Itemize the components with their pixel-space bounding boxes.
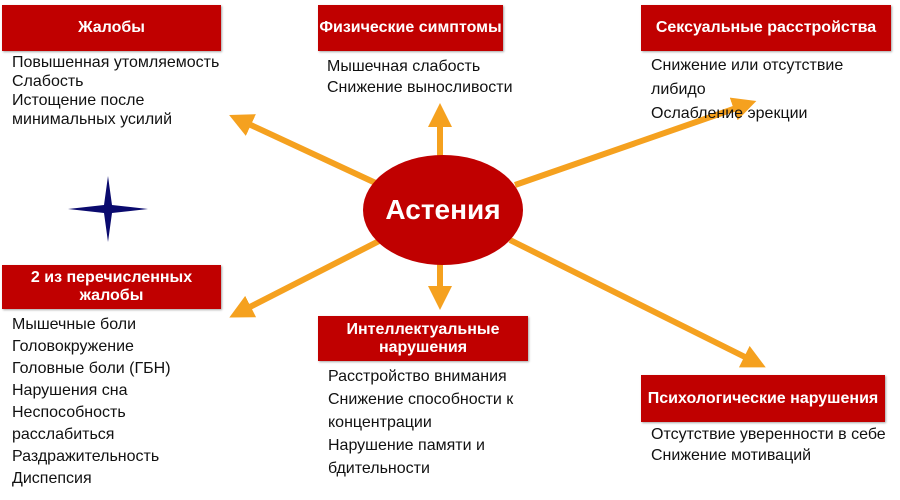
list-item: Снижение выносливости xyxy=(327,79,513,96)
list-item: Истощение после минимальных усилий xyxy=(12,92,173,128)
list-item: Раздражительность xyxy=(12,448,160,465)
list-item: Головокружение xyxy=(12,338,134,355)
arrow-to-two-of xyxy=(229,235,387,318)
list-item: Снижение или отсутствие либидо xyxy=(651,57,844,98)
arrow-to-complaints xyxy=(229,114,382,188)
list-item: Отсутствие уверенности в себе xyxy=(651,426,886,443)
list-item: Неспособность расслабиться xyxy=(12,404,126,443)
header-psychological: Психологические нарушения xyxy=(641,375,885,422)
list-item: Диспепсия xyxy=(12,470,92,487)
list-item: Слабость xyxy=(12,73,84,90)
arrow-to-sexual xyxy=(514,97,757,188)
list-item: Мышечные боли xyxy=(12,316,137,333)
header-physical: Физические симптомы xyxy=(318,5,503,51)
header-intellectual: Интеллектуальные нарушения xyxy=(318,316,528,361)
list-item: Повышенная утомляемость xyxy=(12,54,220,71)
header-sexual: Сексуальные расстройства xyxy=(641,5,891,51)
list-item: Нарушения сна xyxy=(12,382,128,399)
list-physical: Мышечная слабость Снижение выносливости xyxy=(327,56,547,98)
list-item: Снижение способности к концентрации xyxy=(328,391,514,431)
list-item: Мышечная слабость xyxy=(327,58,481,75)
list-item: Снижение мотиваций xyxy=(651,447,812,464)
list-item: Ослабление эрекции xyxy=(651,105,808,122)
center-node-asthenia: Астения xyxy=(363,155,523,265)
list-intellectual: Расстройство внимания Снижение способнос… xyxy=(328,365,528,480)
list-two-of: Мышечные боли Головокружение Головные бо… xyxy=(12,314,212,490)
list-item: Нарушение памяти и бдительности xyxy=(328,437,485,477)
list-sexual: Снижение или отсутствие либидо Ослаблени… xyxy=(651,54,881,126)
star-icon xyxy=(68,176,148,242)
arrow-to-psychological xyxy=(508,237,766,368)
list-item: Головные боли (ГБН) xyxy=(12,360,171,377)
header-complaints: Жалобы xyxy=(2,5,221,51)
header-two-of: 2 из перечисленных жалобы xyxy=(2,265,221,309)
list-complaints: Повышенная утомляемость Слабость Истощен… xyxy=(12,53,222,129)
list-item: Расстройство внимания xyxy=(328,368,507,385)
list-psychological: Отсутствие уверенности в себе Снижение м… xyxy=(651,424,886,466)
